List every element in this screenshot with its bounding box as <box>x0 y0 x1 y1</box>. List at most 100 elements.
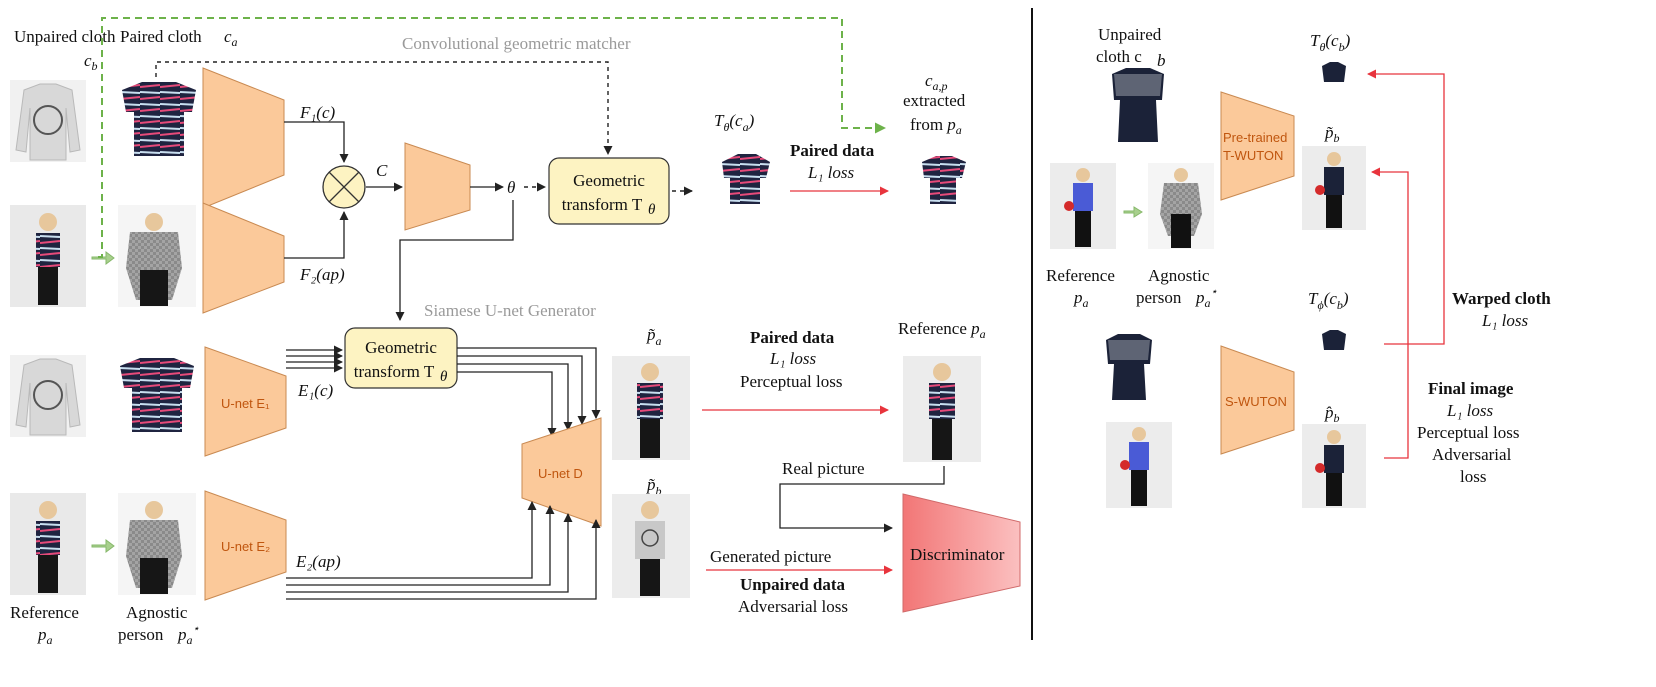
paired-cloth-image-2 <box>120 358 194 432</box>
unet-d-decoder <box>521 417 602 527</box>
geo-transform-2-sub: θ <box>440 369 448 385</box>
rp-cb-sub: b <box>1157 51 1166 70</box>
e2-label: E₂(ap) <box>295 552 341 571</box>
unet-d-label: U-net D <box>538 466 583 481</box>
agnostic-person-image-1 <box>118 205 196 307</box>
rp-warped-l1-label: L₁ loss <box>1481 311 1528 330</box>
rp-pretrained-label: Pre-trained <box>1223 130 1287 145</box>
rp-swuton-label: S-WUTON <box>1225 394 1287 409</box>
feature-encoder-cloth <box>202 67 285 209</box>
green-arrow-icon-2 <box>91 539 115 553</box>
feature-encoder-person <box>202 202 285 314</box>
rp-agnostic-pa-symbol: pa⋆ <box>1195 286 1218 310</box>
rp-final-person-image <box>1302 424 1366 508</box>
c-label: C <box>376 161 388 180</box>
rp-t-phi-cb-label: Tϕ(cb) <box>1308 289 1349 312</box>
rp-swuton-block <box>1220 345 1295 455</box>
extracted-line1: ca,p <box>925 71 948 93</box>
extracted-line2: extracted <box>903 91 966 110</box>
perceptual-loss-label: Perceptual loss <box>740 372 842 391</box>
t-theta-ca-label: Tθ(ca) <box>714 111 755 134</box>
cloth-cb-symbol: cb <box>84 51 98 73</box>
rp-warped-cloth-label: Warped cloth <box>1452 289 1551 308</box>
geo-transform-2-line2: transform T <box>354 362 435 381</box>
rp-person-label: person <box>1136 288 1182 307</box>
unet-e1-encoder <box>204 346 287 457</box>
l1-loss-label-2: L₁ loss <box>769 349 816 368</box>
paired-cloth-ca-symbol: ca <box>224 27 238 49</box>
reference-pa-symbol: pa <box>37 625 53 647</box>
siamese-label: Siamese U-net Generator <box>424 301 596 320</box>
rp-agnostic-label: Agnostic <box>1148 266 1210 285</box>
p-tilde-a-label: p̃a <box>646 325 662 348</box>
rp-pretrained-twuton-block <box>1220 91 1295 201</box>
reference-person-image-3 <box>903 356 981 462</box>
paired-data-label-1: Paired data <box>790 141 875 160</box>
unpaired-cloth-image-2 <box>10 355 86 437</box>
geometric-transform-box-1 <box>548 157 670 225</box>
rp-warped-cloth-2 <box>1322 330 1346 350</box>
reference-person-image-2 <box>10 493 86 595</box>
reference-person-image-1 <box>10 205 86 307</box>
extracted-line3: from pa <box>910 115 962 137</box>
rp-final-l1-label: L₁ loss <box>1446 401 1493 420</box>
rp-t-theta-cb-label: Tθ(cb) <box>1310 31 1351 54</box>
rp-unpaired-cloth-image-2 <box>1106 334 1152 400</box>
rp-reference-pa-symbol: pa <box>1073 288 1089 310</box>
generated-person-a-image <box>612 356 690 460</box>
agnostic-person-image-2 <box>118 493 196 595</box>
rp-warped-cloth-1 <box>1322 62 1346 82</box>
e1-label: E₁(c) <box>297 381 334 400</box>
theta-symbol: θ <box>507 178 515 197</box>
paired-data-label-2: Paired data <box>750 328 835 347</box>
adversarial-loss-label: Adversarial loss <box>738 597 848 616</box>
paired-cloth-image <box>122 82 196 156</box>
f2-label: F₂(ap) <box>299 265 345 284</box>
geo-transform-1-sub: θ <box>648 202 656 218</box>
extracted-cloth-image <box>922 156 966 204</box>
geometric-transform-box-2 <box>344 327 458 389</box>
conv-matcher-label: Convolutional geometric matcher <box>402 34 631 53</box>
reference-label: Reference <box>10 603 79 622</box>
rp-reference-person-image-2 <box>1106 422 1172 508</box>
rp-final-adv2-label: loss <box>1460 467 1486 486</box>
theta-regressor <box>404 142 471 231</box>
rp-unpaired-label: Unpaired <box>1098 25 1162 44</box>
rp-agnostic-person-image <box>1148 163 1214 249</box>
geo-transform-2-line1: Geometric <box>365 338 437 357</box>
rp-reference-label: Reference <box>1046 266 1115 285</box>
rp-p-tilde-b-label: p̃b <box>1324 123 1340 145</box>
generated-picture-label: Generated picture <box>710 547 831 566</box>
l1-loss-label-1: L₁ loss <box>807 163 854 182</box>
rp-cloth-cb-label: cloth c <box>1096 47 1142 66</box>
generated-person-b-image <box>612 494 690 598</box>
rp-final-adv1-label: Adversarial <box>1432 445 1512 464</box>
rp-p-hat-b-label: p̂b <box>1324 403 1340 425</box>
unpaired-cloth-image <box>10 80 86 162</box>
agnostic-label: Agnostic <box>126 603 188 622</box>
reference-pa-label: Reference pa <box>898 319 986 341</box>
rp-generated-person-image <box>1302 146 1366 230</box>
rp-final-image-label: Final image <box>1428 379 1514 398</box>
warped-cloth-image-1 <box>722 154 770 204</box>
rp-green-arrow-icon <box>1123 206 1143 218</box>
correlation-operator-icon <box>322 165 366 209</box>
left-panel: Unpaired cloth cb Paired cloth ca Convol… <box>10 17 1021 647</box>
f1-label: F₁(c) <box>299 103 336 122</box>
rp-twuton-label: T-WUTON <box>1223 148 1283 163</box>
paired-cloth-label: Paired cloth <box>120 27 202 46</box>
person-label: person <box>118 625 164 644</box>
right-panel: Unpaired cloth c b Tθ(cb) Pre-trained T-… <box>1046 25 1551 508</box>
agnostic-pa-symbol: pa⋆ <box>177 623 200 647</box>
rp-unpaired-cloth-image <box>1112 68 1164 142</box>
real-picture-label: Real picture <box>782 459 865 478</box>
unpaired-cloth-label: Unpaired cloth <box>14 27 116 46</box>
rp-reference-person-image <box>1050 163 1116 249</box>
geo-transform-1-line2: transform T <box>562 195 643 214</box>
discriminator-block <box>902 493 1021 613</box>
rp-final-perceptual-label: Perceptual loss <box>1417 423 1519 442</box>
unet-e1-label: U-net E₁ <box>221 396 270 411</box>
discriminator-label: Discriminator <box>910 545 1005 564</box>
unet-e2-label: U-net E₂ <box>221 539 270 554</box>
